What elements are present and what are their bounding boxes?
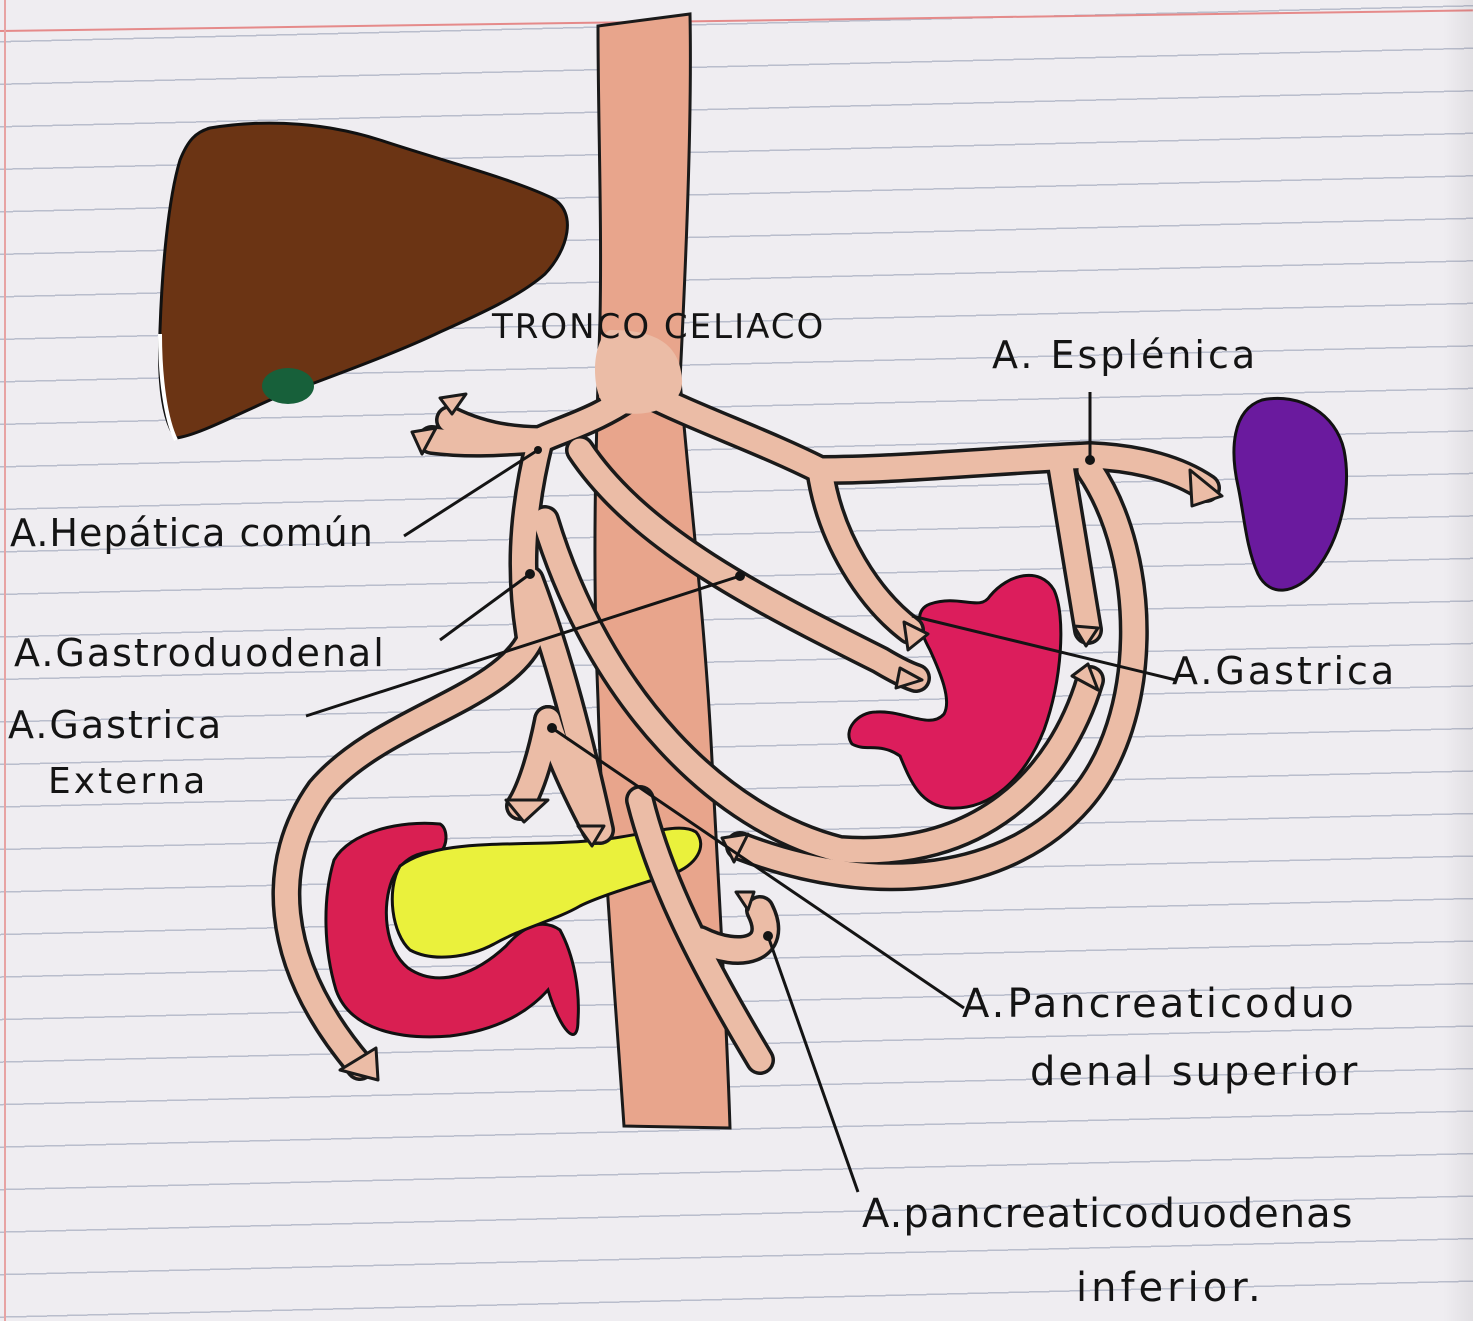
liver-shape xyxy=(160,123,568,438)
label-arteria-gastroduodenal: A.Gastroduodenal xyxy=(14,634,386,672)
label-pancreaticoduodenal-superior-line1: A.Pancreaticoduo xyxy=(962,984,1357,1024)
label-arteria-hepatica-comun: A.Hepática común xyxy=(10,514,374,552)
label-arteria-gastrica-externa-line2: Externa xyxy=(48,764,208,800)
label-arteria-gastrica-externa-line1: A.Gastrica xyxy=(8,706,223,744)
label-pancreaticoduodenal-superior-line2: denal superior xyxy=(1030,1052,1360,1092)
gallbladder-shape xyxy=(262,368,314,404)
label-pancreaticoduodenal-inferior-line1: A.pancreaticoduodenas xyxy=(862,1194,1354,1234)
label-arteria-gastrica: A.Gastrica xyxy=(1172,652,1397,690)
label-tronco-celiaco: TRONCO CELIACO xyxy=(492,310,825,344)
label-pancreaticoduodenal-inferior-line2: inferior. xyxy=(1076,1268,1265,1308)
label-arteria-esplenica: A. Esplénica xyxy=(992,336,1258,374)
spleen-shape xyxy=(1234,398,1346,590)
